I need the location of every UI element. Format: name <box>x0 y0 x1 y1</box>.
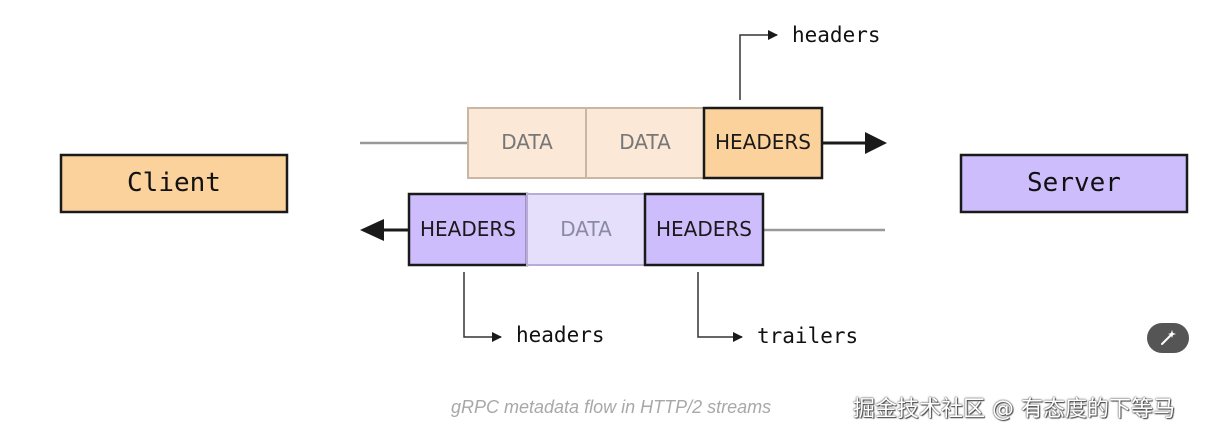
response-frame-headers-1-label: HEADERS <box>420 217 516 241</box>
client-node: Client <box>59 153 289 214</box>
response-stream: HEADERS DATA HEADERS headers trailers <box>360 192 885 348</box>
request-frame-data-1: DATA <box>467 107 587 179</box>
magic-wand-icon <box>1161 330 1176 345</box>
response-arrow-head <box>360 219 384 241</box>
response-frame-headers-2: HEADERS <box>643 192 765 267</box>
magic-wand-button[interactable] <box>1147 323 1189 353</box>
response-frame-headers-2-label: HEADERS <box>656 217 752 241</box>
response-frame-data-label: DATA <box>560 217 612 241</box>
response-headers-callout-line <box>463 272 502 342</box>
request-headers-annotation: headers <box>792 23 881 47</box>
request-frame-headers: HEADERS <box>702 106 824 180</box>
server-label: Server <box>1027 168 1121 198</box>
server-node: Server <box>959 153 1189 214</box>
watermark: 掘金技术社区 @ 有态度的下等马 <box>853 397 1175 422</box>
response-trailers-callout-line <box>697 272 743 342</box>
figure-caption: gRPC metadata flow in HTTP/2 streams <box>451 397 772 417</box>
request-headers-callout-line <box>739 30 778 100</box>
response-frame-headers-1: HEADERS <box>407 192 529 267</box>
response-frame-data: DATA <box>526 193 646 266</box>
client-label: Client <box>127 168 221 198</box>
request-frame-headers-label: HEADERS <box>715 130 811 154</box>
response-headers-annotation: headers <box>516 323 605 347</box>
request-arrow-head <box>865 132 887 154</box>
request-frame-data-2-label: DATA <box>619 130 671 154</box>
request-frame-data-2: DATA <box>585 107 705 179</box>
request-frame-data-1-label: DATA <box>501 130 553 154</box>
request-stream: DATA DATA HEADERS headers <box>360 23 887 180</box>
response-trailers-annotation: trailers <box>757 324 858 348</box>
